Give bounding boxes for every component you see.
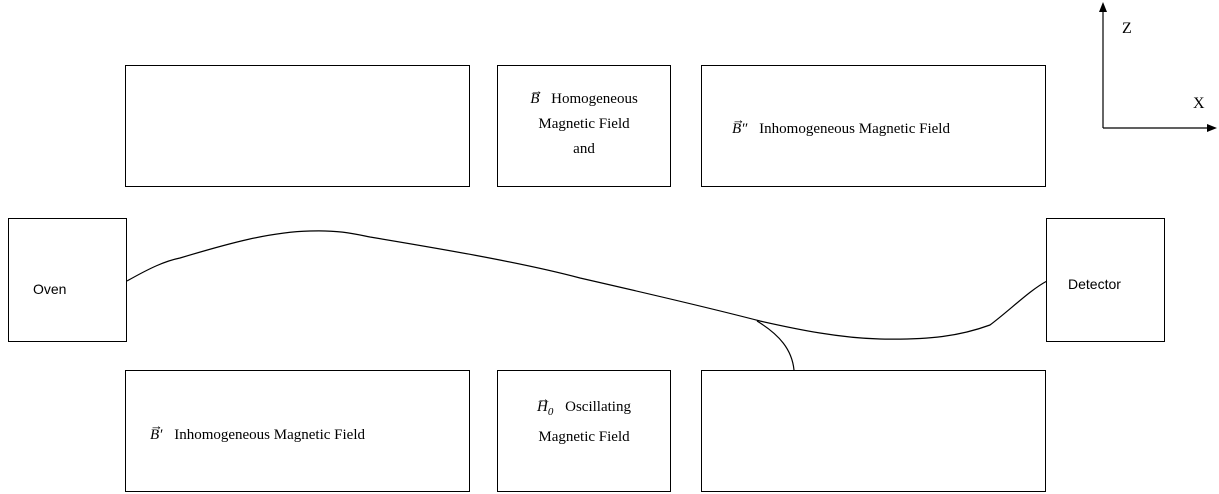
oven-label: Oven	[33, 281, 67, 297]
inhomogeneous-bottom-box: →B′ Inhomogeneous Magnetic Field	[125, 370, 470, 492]
bottom-right-magnet-box	[701, 370, 1046, 492]
x-axis-label: X	[1193, 95, 1205, 112]
z-axis-arrowhead	[1099, 2, 1107, 12]
homogeneous-line2: Magnetic Field	[538, 116, 630, 132]
oscillating-line2: Magnetic Field	[538, 429, 630, 445]
inhomogeneous-top-box: →B″ Inhomogeneous Magnetic Field	[701, 65, 1046, 187]
h0-vector-symbol: →H0	[537, 391, 554, 418]
oven-box: Oven	[8, 218, 127, 342]
detector-label: Detector	[1068, 276, 1121, 292]
homogeneous-line1: Homogeneous	[551, 91, 638, 107]
b-double-prime-symbol: →B″	[732, 112, 748, 137]
x-axis-arrowhead	[1207, 124, 1217, 132]
oscillating-field-label: →H0 Oscillating Magnetic Field	[498, 391, 670, 450]
beam-path	[126, 230, 1048, 340]
top-left-magnet-box	[125, 65, 470, 187]
detector-box: Detector	[1046, 218, 1165, 342]
homogeneous-field-box: →B Homogeneous Magnetic Field and	[497, 65, 671, 187]
deflected-beam-path	[756, 320, 795, 371]
inhomogeneous-bottom-label: →B′ Inhomogeneous Magnetic Field	[150, 418, 365, 443]
b-vector-symbol: →B	[530, 83, 544, 107]
z-axis-label: Z	[1122, 20, 1132, 37]
oscillating-line1: Oscillating	[565, 399, 631, 415]
homogeneous-line3: and	[573, 141, 595, 157]
b-prime-symbol: →B′	[150, 418, 163, 443]
homogeneous-field-label: →B Homogeneous Magnetic Field and	[498, 83, 670, 162]
oscillating-field-box: →H0 Oscillating Magnetic Field	[497, 370, 671, 492]
inhomogeneous-top-label: →B″ Inhomogeneous Magnetic Field	[732, 112, 950, 137]
